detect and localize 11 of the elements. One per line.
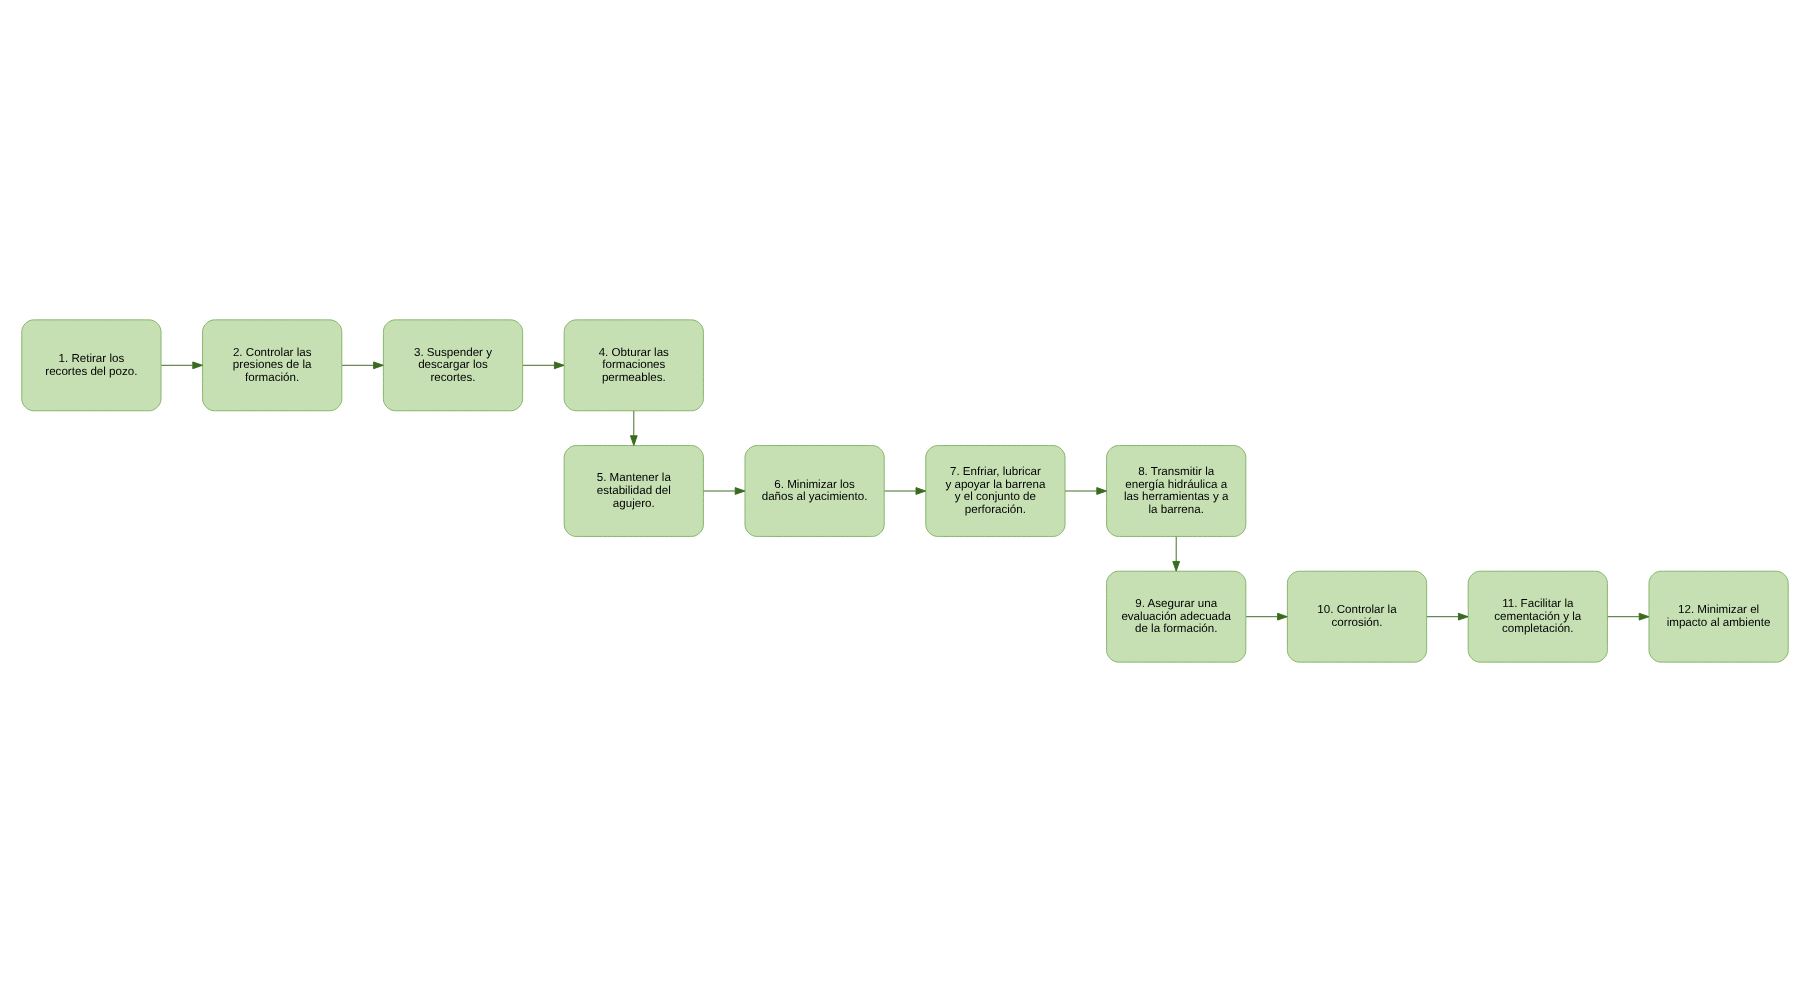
arrow [629, 410, 638, 446]
arrow [884, 487, 927, 495]
arrow [1064, 487, 1107, 495]
arrow [341, 361, 384, 370]
arrow [1607, 612, 1650, 621]
arrow [1172, 536, 1181, 572]
arrow [522, 361, 565, 370]
arrow [1245, 612, 1288, 621]
arrow [1426, 612, 1469, 621]
arrow [703, 487, 746, 495]
arrow [160, 361, 203, 370]
